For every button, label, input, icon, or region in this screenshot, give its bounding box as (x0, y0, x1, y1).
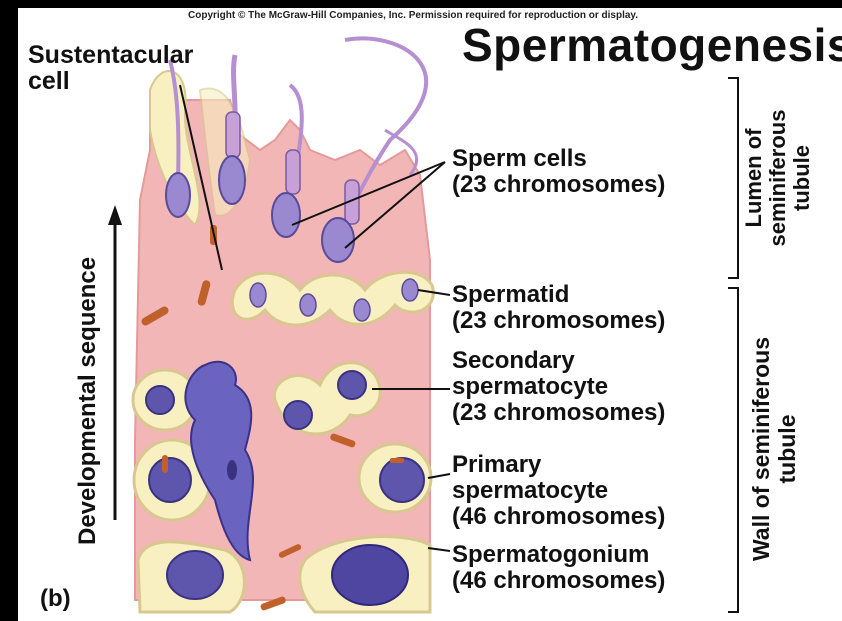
nucleus (146, 386, 174, 414)
label-spermatid: Spermatid (23 chromosomes) (452, 282, 665, 334)
secondary-spermatocyte-nucleus (284, 401, 312, 429)
nucleolus (227, 460, 237, 480)
nucleus (380, 458, 424, 502)
developmental-sequence-label: Developmental sequence (74, 257, 102, 545)
page-title: Spermatogenesis (462, 18, 842, 72)
bracket-label-lumen: Lumen of seminiferous tubule (742, 78, 814, 278)
label-sustentacular-cell: Sustentacular cell (28, 42, 193, 94)
panel-label: (b) (40, 585, 71, 613)
nucleus (332, 545, 408, 605)
label-secondary-spermatocyte: Secondary spermatocyte (23 chromosomes) (452, 348, 665, 426)
secondary-spermatocyte-nucleus (338, 371, 366, 399)
nucleus (149, 458, 191, 502)
label-spermatogonium: Spermatogonium (46 chromosomes) (452, 542, 665, 594)
bracket-label-wall: Wall of seminiferous tubule (748, 288, 800, 610)
label-primary-spermatocyte: Primary spermatocyte (46 chromosomes) (452, 452, 665, 530)
developmental-arrow (108, 205, 122, 520)
label-sperm-cells: Sperm cells (23 chromosomes) (452, 146, 665, 198)
region-brackets (728, 78, 738, 612)
nucleus (167, 551, 223, 599)
